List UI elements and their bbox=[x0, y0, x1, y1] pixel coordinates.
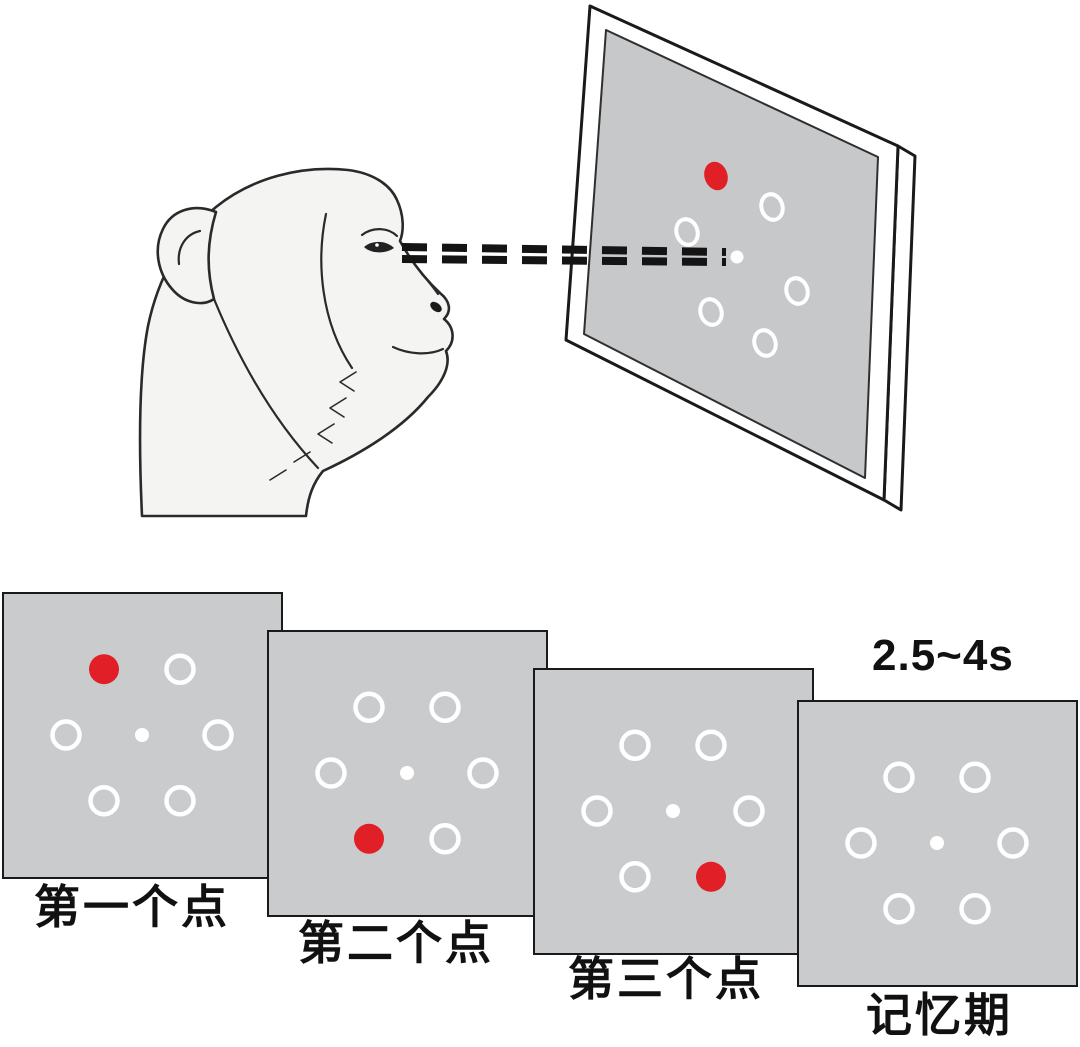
screen-white-circle bbox=[759, 192, 785, 222]
white-circle bbox=[202, 719, 234, 751]
screen-white-circle bbox=[698, 297, 724, 327]
white-circle bbox=[429, 823, 461, 855]
white-circle bbox=[429, 691, 461, 723]
gaze-dash-lower bbox=[401, 255, 727, 266]
fixation-dot bbox=[135, 728, 149, 742]
white-circle bbox=[619, 729, 651, 761]
red-stimulus-dot bbox=[696, 861, 726, 892]
white-circle bbox=[997, 827, 1029, 859]
monkey-neck-fur bbox=[269, 451, 311, 481]
screen-fixation-dot bbox=[730, 250, 744, 264]
panel-second-dot bbox=[267, 630, 548, 917]
white-circle bbox=[164, 653, 196, 685]
white-circle bbox=[315, 757, 347, 789]
screen-dots bbox=[674, 161, 810, 358]
white-circle bbox=[845, 827, 877, 859]
screen-white-circle bbox=[752, 328, 778, 358]
white-circle bbox=[619, 861, 651, 893]
white-circle bbox=[164, 785, 196, 817]
white-circle bbox=[581, 795, 613, 827]
panel-label-memory-period: 记忆期 bbox=[866, 989, 1013, 1041]
white-circle bbox=[883, 761, 915, 793]
monkey-cheek-fur bbox=[339, 371, 357, 392]
white-circle bbox=[959, 761, 991, 793]
fixation-dot bbox=[930, 836, 944, 850]
task-illustration bbox=[138, 4, 917, 518]
gaze-dashed-line bbox=[401, 243, 727, 266]
white-circle bbox=[88, 785, 120, 817]
monkey-ear bbox=[156, 206, 218, 305]
panel-third-dot bbox=[533, 668, 814, 955]
white-circle bbox=[467, 757, 499, 789]
panel-label-third-dot: 第三个点 bbox=[568, 953, 764, 1005]
red-stimulus-dot bbox=[89, 654, 119, 685]
white-circle bbox=[353, 691, 385, 723]
panel-label-second-dot: 第二个点 bbox=[298, 917, 494, 969]
red-stimulus-dot bbox=[354, 823, 384, 854]
fixation-dot bbox=[400, 766, 414, 780]
white-circle bbox=[733, 795, 765, 827]
monkey-brow-line bbox=[360, 228, 399, 238]
monkey-eye bbox=[364, 241, 394, 253]
white-circle bbox=[959, 893, 991, 925]
monkey-nostril bbox=[430, 301, 442, 313]
screen-red-dot bbox=[704, 161, 728, 191]
panel-first-dot-canvas bbox=[50, 653, 234, 817]
monkey-eye-glint bbox=[375, 243, 379, 247]
monkey-figure bbox=[138, 167, 454, 518]
gaze-dash-upper bbox=[401, 243, 727, 256]
monkey-cheek-fur bbox=[329, 397, 347, 418]
memory-duration-label: 2.5~4s bbox=[872, 631, 1014, 680]
screen-white-circle bbox=[674, 217, 700, 247]
white-circle bbox=[883, 893, 915, 925]
monkey-face-boundary-line bbox=[320, 212, 354, 370]
monitor-screen bbox=[583, 29, 879, 479]
panel-memory-period-canvas bbox=[845, 761, 1029, 925]
panel-second-dot-canvas bbox=[315, 691, 499, 855]
panel-label-first-dot: 第一个点 bbox=[34, 881, 230, 933]
panel-third-dot-canvas bbox=[581, 729, 765, 893]
monkey-nose-bridge-line bbox=[418, 269, 440, 296]
panel-memory-period bbox=[797, 700, 1078, 987]
monkey-mouth-line bbox=[391, 345, 445, 355]
monkey-jaw-line bbox=[212, 297, 320, 470]
monkey-cheek-fur bbox=[317, 423, 335, 444]
fixation-dot bbox=[666, 804, 680, 818]
white-circle bbox=[50, 719, 82, 751]
panel-first-dot bbox=[2, 592, 283, 879]
screen-white-circle bbox=[784, 276, 810, 306]
monkey-ear-inner-line bbox=[177, 229, 202, 266]
white-circle bbox=[695, 729, 727, 761]
